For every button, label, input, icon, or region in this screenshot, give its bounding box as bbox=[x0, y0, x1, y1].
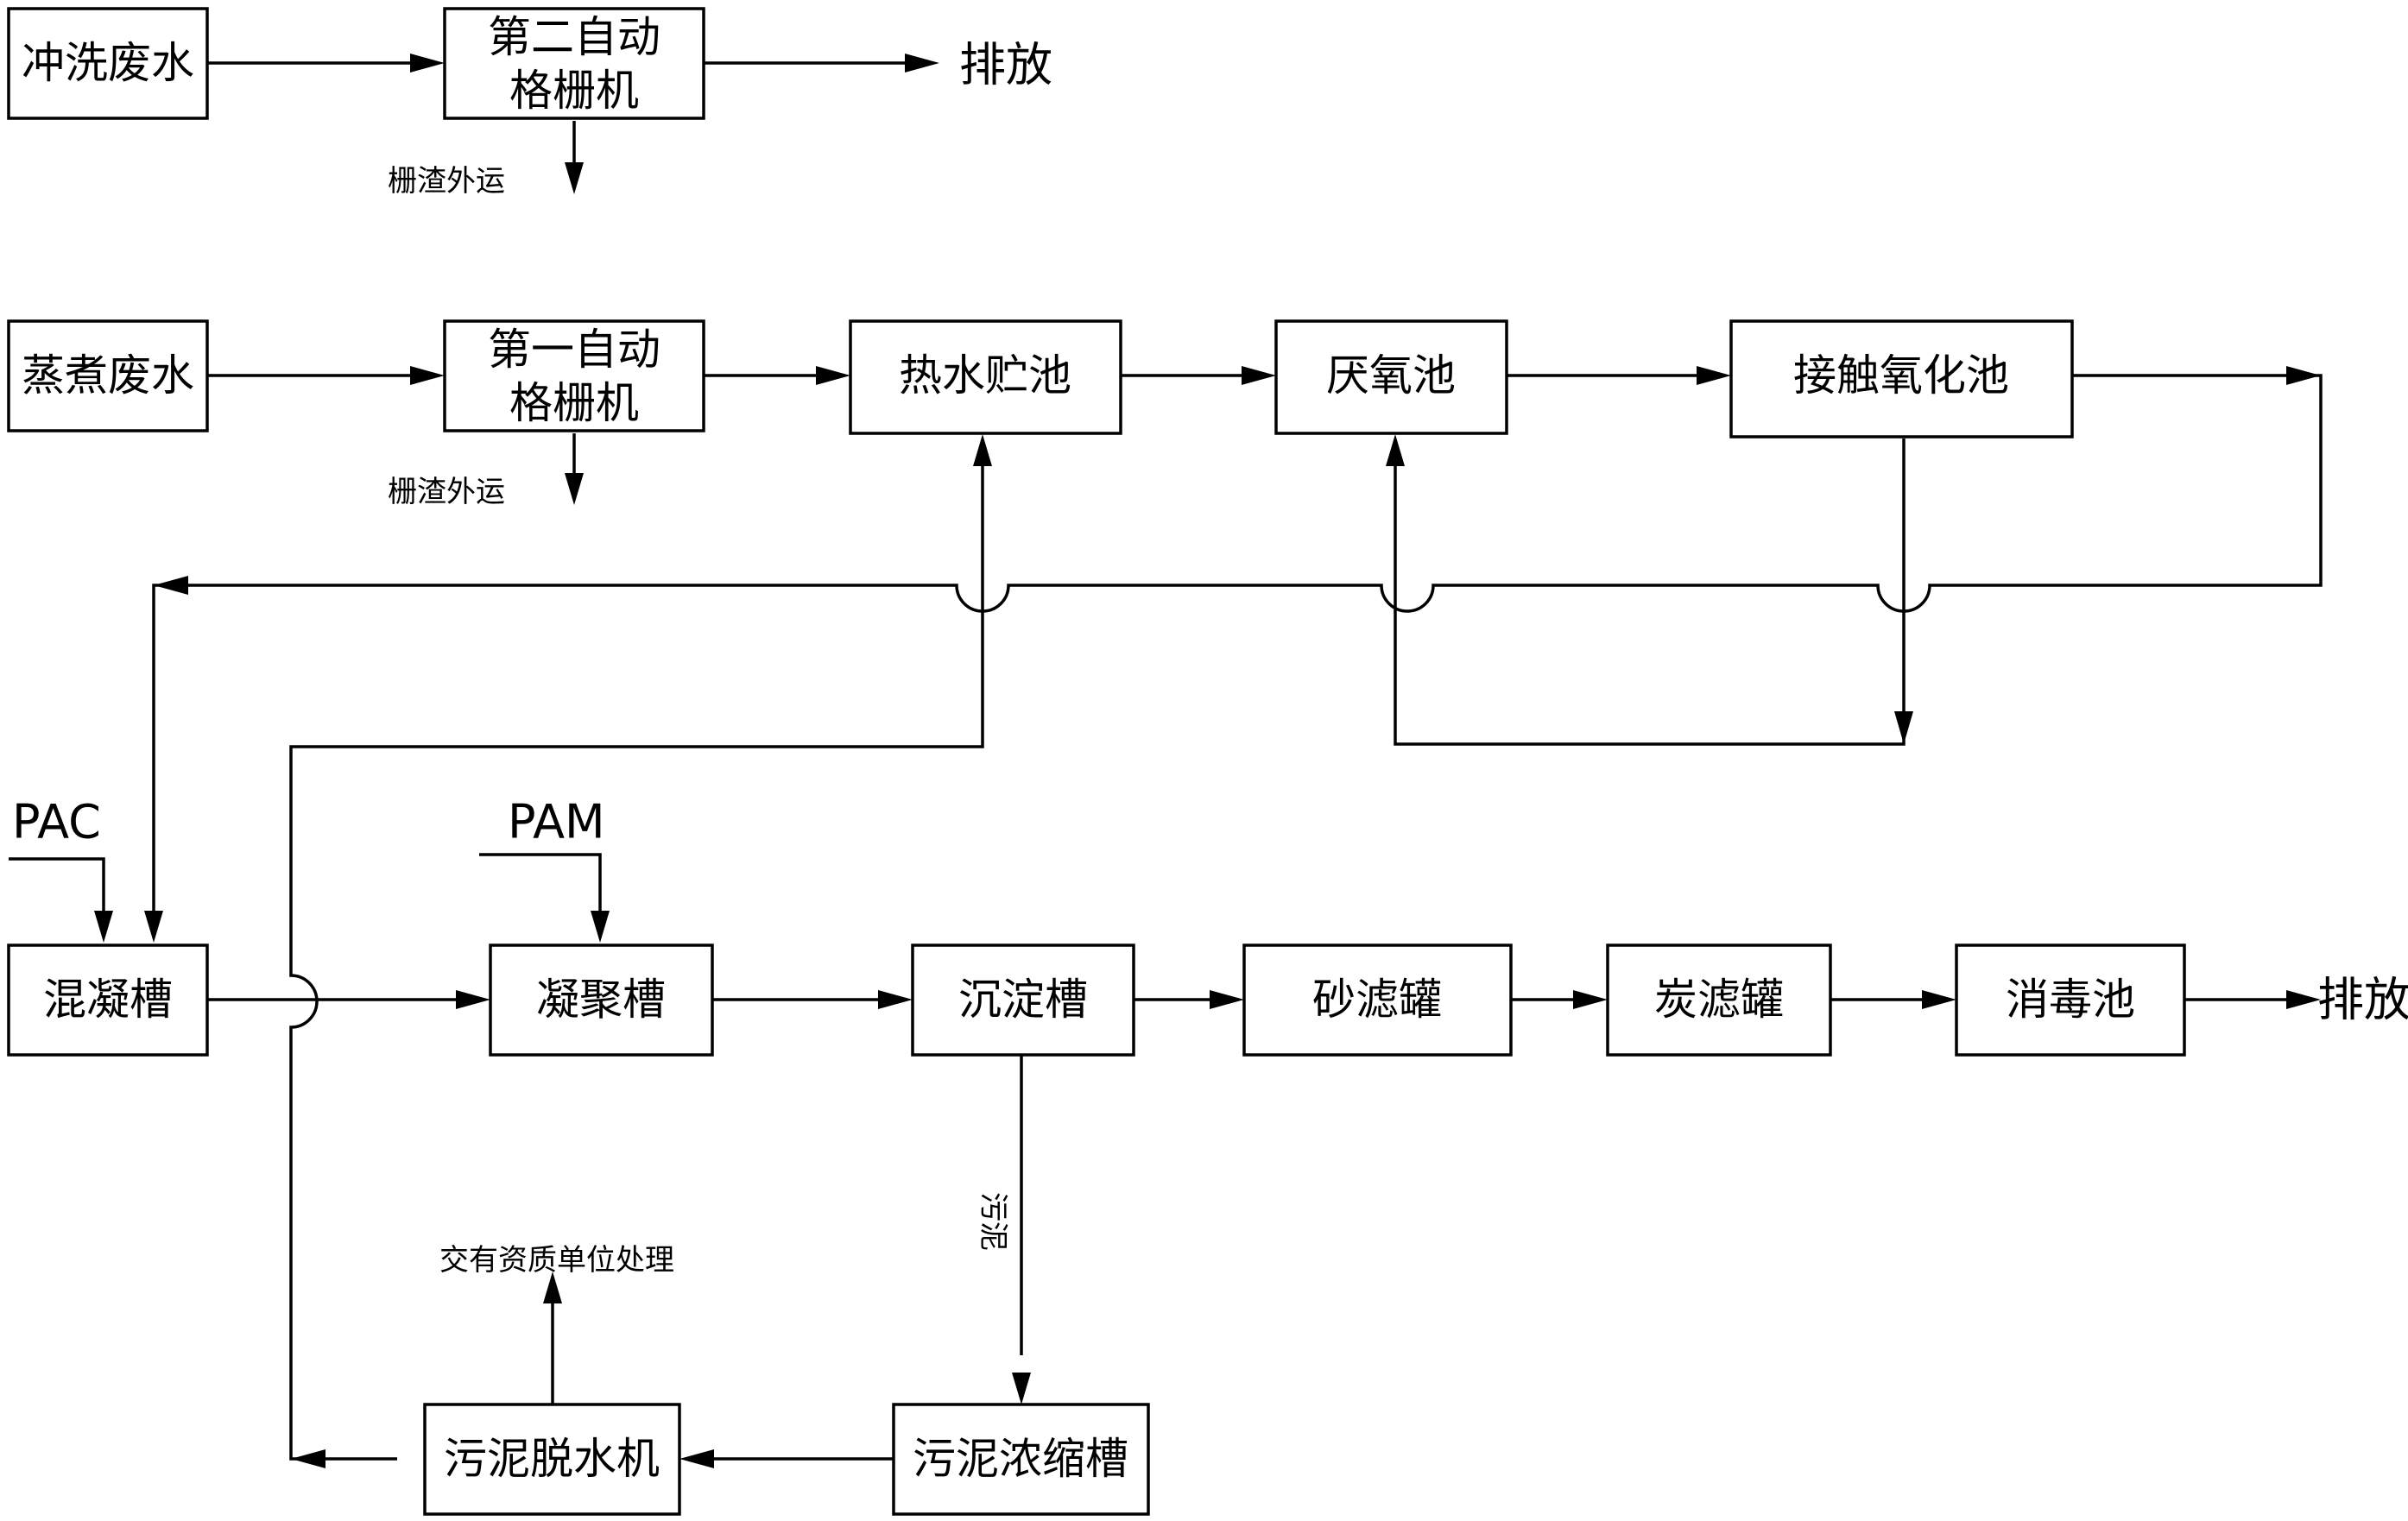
node-sludge-thickener: 污泥浓缩槽 bbox=[892, 1403, 1150, 1516]
arrow-head bbox=[410, 366, 445, 385]
node-coagulation-tank: 混凝槽 bbox=[7, 944, 209, 1057]
node-label: 凝聚槽 bbox=[536, 975, 666, 1025]
arrow-head bbox=[565, 473, 584, 505]
arrow-head bbox=[1573, 990, 1608, 1009]
node-flocculation-tank: 凝聚槽 bbox=[489, 944, 714, 1057]
arrow-head bbox=[456, 990, 490, 1009]
node-label: 混凝槽 bbox=[43, 975, 173, 1025]
node-anaerobic-tank: 厌氧池 bbox=[1274, 319, 1508, 435]
arrow-head bbox=[679, 1449, 714, 1468]
arrow-head bbox=[1012, 1373, 1031, 1404]
node-disinfection-tank: 消毒池 bbox=[1955, 944, 2186, 1057]
arrow-head bbox=[1697, 366, 1731, 385]
qualified-disposal-label: 交有资质单位处理 bbox=[439, 1243, 674, 1278]
node-label: 蒸煮废水 bbox=[22, 350, 194, 401]
node-label: 炭滤罐 bbox=[1654, 975, 1784, 1025]
node-sedimentation-tank: 沉淀槽 bbox=[911, 944, 1135, 1057]
discharge-label-bottom: 排放 bbox=[2317, 973, 2408, 1027]
arrow-head bbox=[1210, 990, 1244, 1009]
arrow-head bbox=[543, 1272, 562, 1303]
flow-lines bbox=[9, 61, 2323, 1461]
discharge-label-top: 排放 bbox=[959, 38, 1052, 92]
node-label: 污泥脱水机 bbox=[444, 1434, 660, 1484]
screenings-removal-label-1: 栅渣外运 bbox=[388, 164, 505, 199]
arrow-heads bbox=[94, 54, 2321, 1468]
node-sludge-dewatering-machine: 污泥脱水机 bbox=[423, 1403, 681, 1516]
arrow-head bbox=[410, 54, 445, 73]
node-second-auto-screen: 第二自动 格栅机 bbox=[443, 7, 705, 120]
node-label: 格栅机 bbox=[509, 378, 639, 428]
arrow-head bbox=[591, 911, 610, 943]
node-flush-wastewater: 冲洗废水 bbox=[7, 7, 209, 120]
node-sand-filter: 砂滤罐 bbox=[1242, 944, 1513, 1057]
flow-contact-oxidation-recycle bbox=[1394, 439, 1906, 746]
node-label: 热水贮池 bbox=[899, 350, 1071, 401]
node-carbon-filter: 炭滤罐 bbox=[1606, 944, 1832, 1057]
pam-label: PAM bbox=[508, 795, 605, 849]
flow-pam-dosing bbox=[479, 853, 602, 915]
node-label: 第二自动 bbox=[488, 12, 660, 62]
arrow-head bbox=[1386, 434, 1405, 466]
arrow-head bbox=[1894, 711, 1913, 744]
node-first-auto-screen: 第一自动 格栅机 bbox=[443, 319, 705, 432]
flow-pac-dosing bbox=[9, 857, 105, 915]
arrow-head bbox=[2286, 366, 2321, 385]
screenings-removal-label-2: 栅渣外运 bbox=[388, 475, 505, 509]
node-label: 污泥浓缩槽 bbox=[913, 1434, 1128, 1484]
arrow-head bbox=[1922, 990, 1956, 1009]
node-label: 冲洗废水 bbox=[22, 38, 194, 88]
node-label: 接触氧化池 bbox=[1793, 350, 2009, 401]
arrow-head bbox=[144, 911, 163, 943]
node-steaming-wastewater: 蒸煮废水 bbox=[7, 319, 209, 432]
arrow-head bbox=[816, 366, 850, 385]
node-label: 砂滤罐 bbox=[1312, 975, 1442, 1025]
arrow-head bbox=[973, 434, 992, 466]
node-hot-water-tank: 热水贮池 bbox=[849, 319, 1122, 435]
node-label: 厌氧池 bbox=[1326, 350, 1456, 401]
node-label: 第一自动 bbox=[488, 325, 660, 375]
node-label: 格栅机 bbox=[509, 66, 639, 116]
arrow-head bbox=[565, 162, 584, 194]
arrow-head bbox=[905, 54, 939, 73]
arrow-head bbox=[94, 911, 113, 943]
pac-label: PAC bbox=[12, 795, 101, 849]
sludge-label: 污泥 bbox=[976, 1192, 1010, 1251]
flow-contact-oxidation-to-coagulation bbox=[152, 374, 2323, 915]
arrow-head bbox=[154, 576, 188, 595]
node-label: 消毒池 bbox=[2006, 975, 2135, 1025]
arrow-head bbox=[291, 1449, 325, 1468]
arrow-head bbox=[878, 990, 913, 1009]
arrow-head bbox=[2286, 990, 2321, 1009]
node-contact-oxidation-tank: 接触氧化池 bbox=[1729, 319, 2074, 439]
arrow-head bbox=[1242, 366, 1276, 385]
node-label: 沉淀槽 bbox=[958, 975, 1088, 1025]
